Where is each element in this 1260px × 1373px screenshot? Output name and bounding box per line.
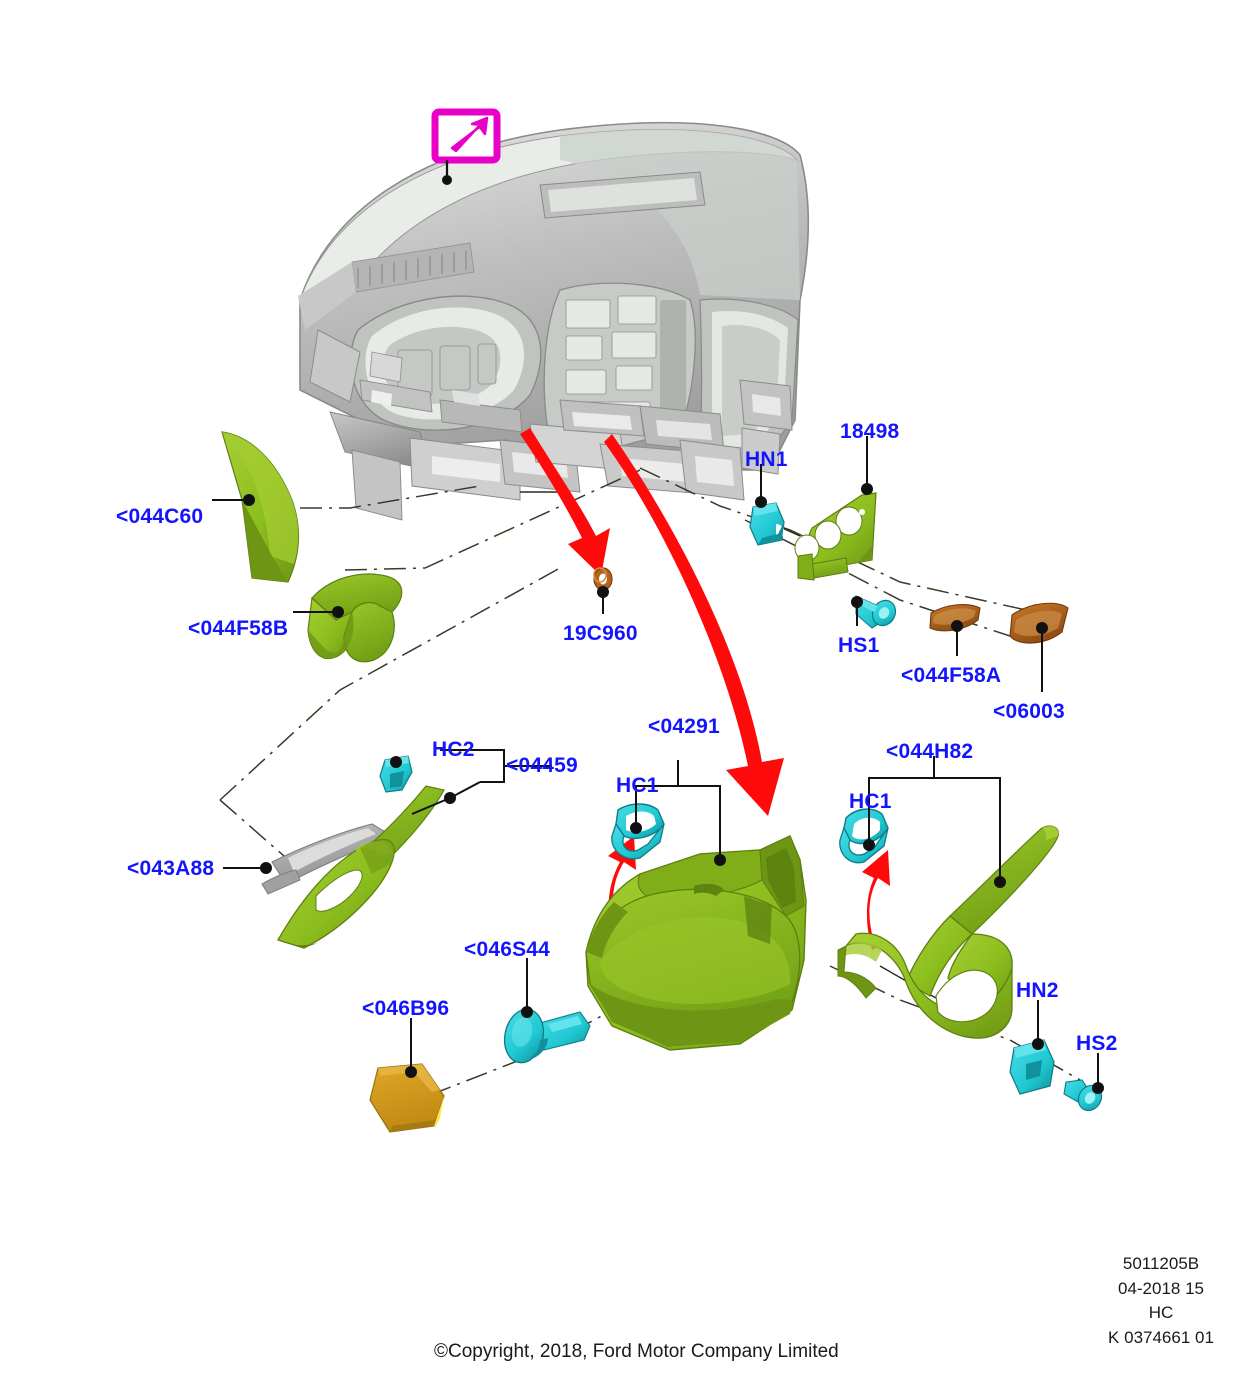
part-label-04291: <04291 [648,715,720,738]
part-hc1-right [839,808,889,864]
part-label-18498: 18498 [840,420,900,443]
part-046b96 [369,1063,445,1133]
part-label-hc1-left: HC1 [616,774,659,797]
drawing-date: 04-2018 15 [1117,1278,1205,1298]
part-046s44 [503,1008,591,1064]
part-044c60 [221,431,299,583]
part-label-hc1-right: HC1 [849,790,892,813]
copyright-notice: ©Copyright, 2018, Ford Motor Company Lim… [434,1341,839,1362]
part-label-hs1: HS1 [838,634,880,657]
instrument-panel-assembly [298,121,810,521]
part-label-hs2: HS2 [1076,1032,1118,1055]
part-hn2 [1009,1039,1055,1095]
leader-lines [212,436,1099,1086]
leader-dots [243,483,1104,1094]
part-18498 [794,492,877,581]
part-label-06003: <06003 [993,700,1065,723]
part-label-044f58a: <044F58A [901,664,1002,687]
part-label-046b96: <046B96 [362,997,450,1020]
part-label-046s44: <046S44 [464,938,551,961]
part-label-hn2: HN2 [1016,979,1059,1002]
part-label-hn1: HN1 [745,448,788,471]
part-label-hc2: HC2 [432,738,475,761]
part-label-043a88: <043A88 [127,857,215,880]
part-label-19c960: 19C960 [563,622,638,645]
section-code: HC [1148,1303,1174,1323]
view-direction-marker [431,108,501,185]
part-hn1 [749,502,785,546]
document-id: K 0374661 01 [1108,1327,1214,1347]
drawing-number: 5011205B [1122,1254,1200,1273]
part-044f58b [307,573,403,663]
part-043a88-assembly [261,785,445,949]
part-04291 [585,835,807,1051]
drawing-info-block: 5011205B 04-2018 15 HC K 0374661 01 [1066,1252,1256,1351]
part-19c960 [593,567,613,591]
part-label-044f58b: <044F58B [188,617,289,640]
part-label-044h82: <044H82 [886,740,974,763]
part-label-044c60: <044C60 [116,505,204,528]
part-label-04459: <04459 [506,754,578,777]
part-044f58a [929,604,981,632]
